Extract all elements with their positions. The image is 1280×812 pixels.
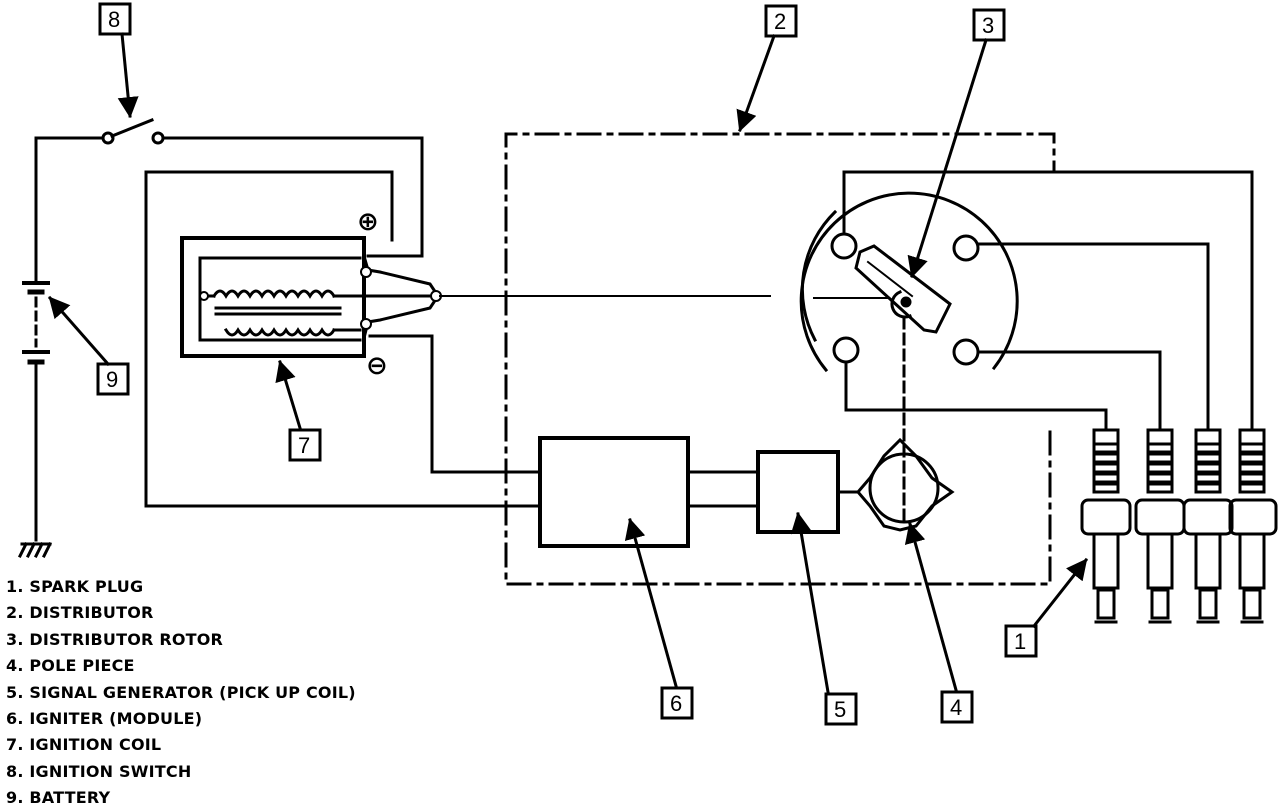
callout-box-3 [972, 8, 1006, 42]
legend-item: 3. DISTRIBUTOR ROTOR [6, 629, 224, 649]
callout-box-7 [288, 428, 322, 462]
callout-4: 4 [950, 695, 962, 720]
callout-8: 8 [108, 7, 120, 32]
coil-positive-sign: ⊕ [357, 207, 379, 237]
pole-piece [856, 437, 955, 532]
callout-1: 1 [1014, 629, 1026, 654]
leader-4 [904, 521, 958, 692]
component-legend: 1. SPARK PLUG 2. DISTRIBUTOR 3. DISTRIBU… [6, 574, 356, 812]
spark-plug-leads [842, 170, 1254, 432]
callout-box-5 [824, 692, 858, 726]
distributor-cap [799, 191, 1019, 373]
spark-plug-2 [1134, 428, 1186, 624]
leader-6 [624, 517, 678, 688]
legend-item: 8. IGNITION SWITCH [6, 761, 192, 781]
ignition-coil [180, 236, 442, 358]
leader-5 [790, 511, 830, 694]
callout-7: 7 [298, 433, 310, 458]
leader-7 [275, 359, 302, 430]
legend-item: 5. SIGNAL GENERATOR (PICK UP COIL) [6, 682, 356, 702]
leader-8 [117, 32, 139, 119]
spark-plug-1 [1080, 428, 1132, 624]
battery [22, 136, 50, 542]
callout-box-8 [98, 2, 132, 36]
callout-box-9 [96, 362, 130, 396]
callout-box-6 [660, 686, 694, 720]
coil-negative-sign: ⊖ [366, 351, 388, 381]
callout-box-2 [764, 4, 798, 38]
legend-item: 1. SPARK PLUG [6, 577, 144, 596]
callout-box-1 [1004, 624, 1038, 658]
callout-box-4 [940, 690, 974, 724]
spark-plug-4 [1228, 428, 1278, 624]
leader-3 [907, 38, 988, 279]
legend-item: 9. BATTERY [6, 788, 111, 808]
ground-symbol [17, 541, 53, 559]
leader-9 [47, 295, 111, 367]
callout-3: 3 [982, 13, 994, 38]
spark-plug-3 [1182, 428, 1234, 624]
coil-positive-wire [144, 170, 542, 508]
callout-5: 5 [834, 697, 846, 722]
legend-item: 4. POLE PIECE [6, 656, 135, 676]
legend-item: 6. IGNITER (MODULE) [6, 709, 203, 729]
leader-2 [736, 34, 776, 132]
distributor-housing [504, 132, 1056, 586]
distributor-rotor [854, 244, 952, 334]
legend-item: 7. IGNITION COIL [6, 735, 162, 755]
igniter-module [538, 436, 690, 548]
legend-item: 2. DISTRIBUTOR [6, 603, 154, 623]
callout-9: 9 [106, 367, 118, 392]
callout-6: 6 [670, 691, 682, 716]
coil-negative-wire [368, 334, 542, 474]
leader-1 [1031, 557, 1089, 629]
ignition-switch [34, 118, 424, 258]
callout-2: 2 [774, 9, 786, 34]
